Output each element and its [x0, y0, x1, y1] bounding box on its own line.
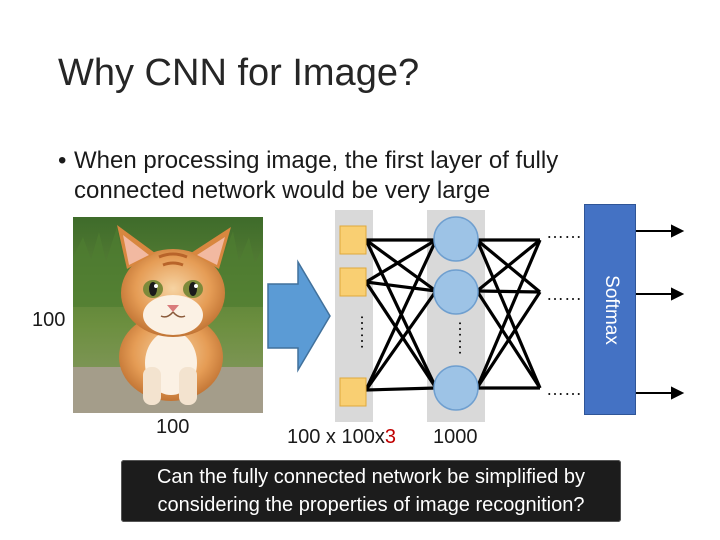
input-hidden-connections [366, 240, 436, 390]
softmax-block: Softmax [584, 204, 636, 415]
input-node [340, 226, 366, 254]
image-height-label: 100 [32, 309, 65, 332]
output-arrowhead-icon [672, 388, 682, 398]
connection-line [366, 388, 436, 390]
input-ellipsis: …… [347, 314, 367, 350]
input-node [340, 378, 366, 406]
output-arrows [636, 226, 682, 398]
softmax-label: Softmax [600, 275, 622, 345]
question-callout: Can the fully connected network be simpl… [121, 460, 621, 522]
next-layer-ellipsis: …… [546, 379, 582, 399]
hidden-ellipsis: …… [445, 320, 465, 356]
hidden-node [434, 217, 478, 261]
hidden-output-connections [477, 240, 540, 388]
output-arrowhead-icon [672, 226, 682, 236]
input-size-main: 100 x 100x [287, 426, 385, 448]
next-layer-ellipsis: …… [546, 222, 582, 242]
input-size-label: 100 x 100x3 [287, 426, 396, 449]
connection-line [366, 282, 436, 388]
callout-text: Can the fully connected network be simpl… [157, 466, 585, 516]
right-block-arrow-icon [268, 262, 330, 370]
hidden-node [434, 366, 478, 410]
connection-line [366, 291, 436, 390]
input-size-channels: 3 [385, 426, 396, 448]
connection-line [477, 291, 540, 292]
input-node [340, 268, 366, 296]
hidden-size-label: 1000 [433, 426, 478, 449]
image-width-label: 100 [156, 416, 189, 439]
hidden-node [434, 270, 478, 314]
next-layer-ellipsis: …… [546, 284, 582, 304]
output-arrowhead-icon [672, 289, 682, 299]
